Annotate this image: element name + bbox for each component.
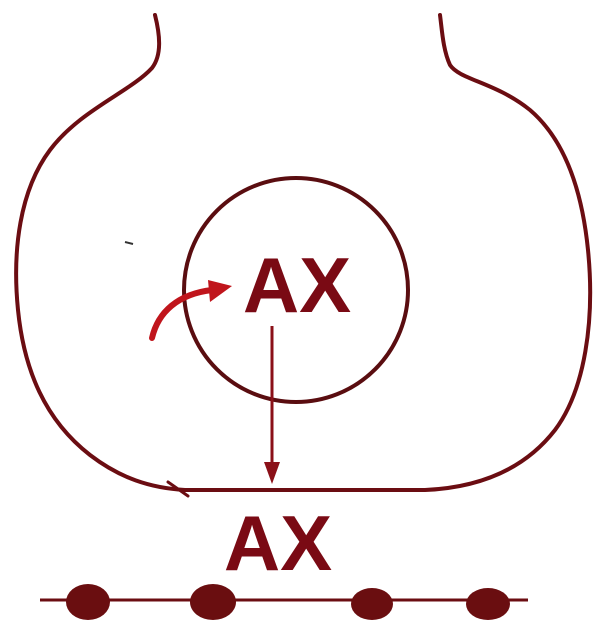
baseline-dot-1: [66, 584, 110, 620]
inner-ax-label: AX: [243, 241, 351, 329]
baseline-dot-2: [190, 584, 236, 620]
stray-mark: [125, 242, 133, 244]
entry-curved-arrow: [152, 290, 212, 338]
baseline-dot-4: [466, 588, 510, 620]
down-arrowhead: [264, 462, 280, 484]
entry-arrowhead: [208, 280, 232, 302]
baseline-dot-3: [351, 588, 393, 620]
outer-ax-label: AX: [224, 499, 332, 587]
